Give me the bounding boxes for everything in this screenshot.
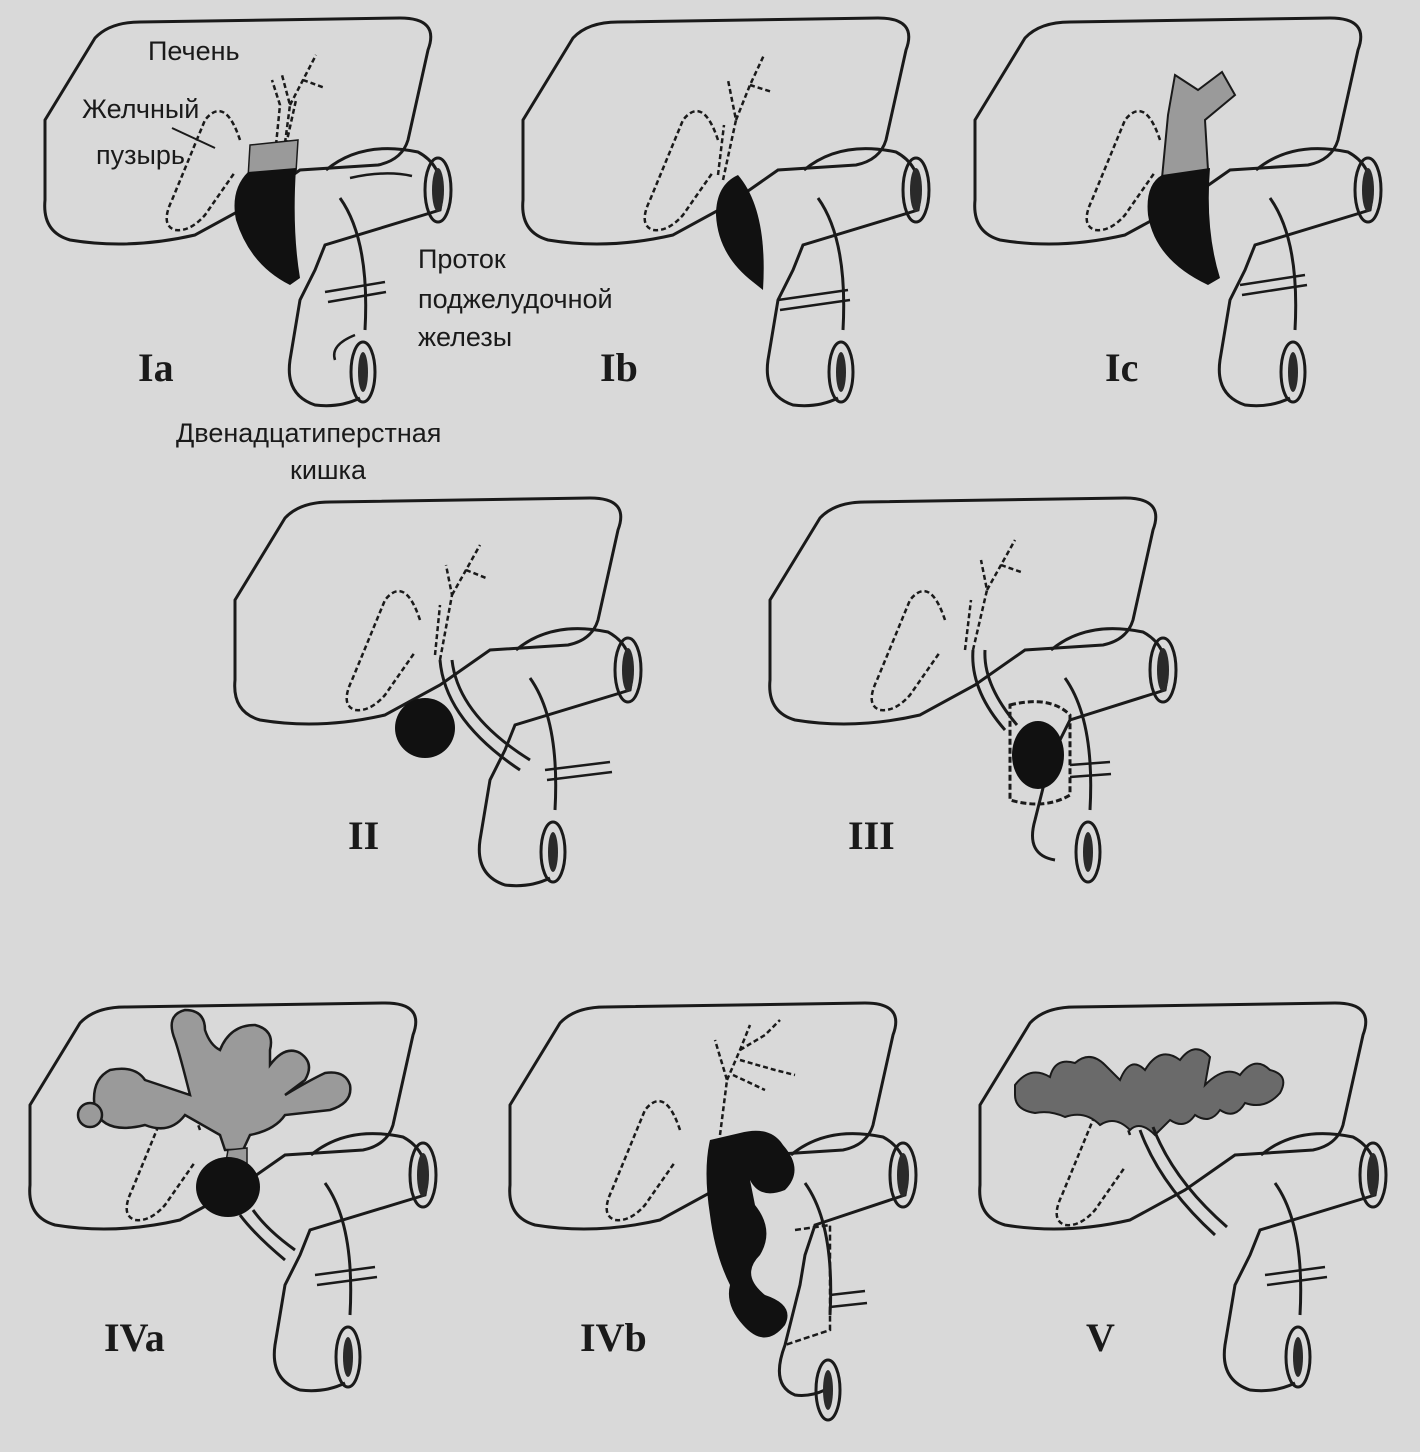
type-label-V: V [1086, 1316, 1115, 1360]
type-label-IVa: IVa [104, 1316, 165, 1360]
type-label-II: II [348, 814, 379, 858]
label-duodenum-line1: Двенадцатиперстная [176, 418, 441, 448]
label-pancreatic-duct-line1: Проток [418, 244, 506, 274]
type-label-IVb: IVb [580, 1316, 647, 1360]
type-label-Ic: Ic [1105, 346, 1138, 390]
label-duodenum-line2: кишка [290, 455, 366, 485]
type-label-Ib: Ib [600, 346, 638, 390]
label-pancreatic-duct-line2: поджелудочной [418, 284, 613, 314]
type-label-Ia: Ia [138, 346, 174, 390]
type-label-III: III [848, 814, 895, 858]
label-pancreatic-duct-line3: железы [418, 322, 512, 352]
